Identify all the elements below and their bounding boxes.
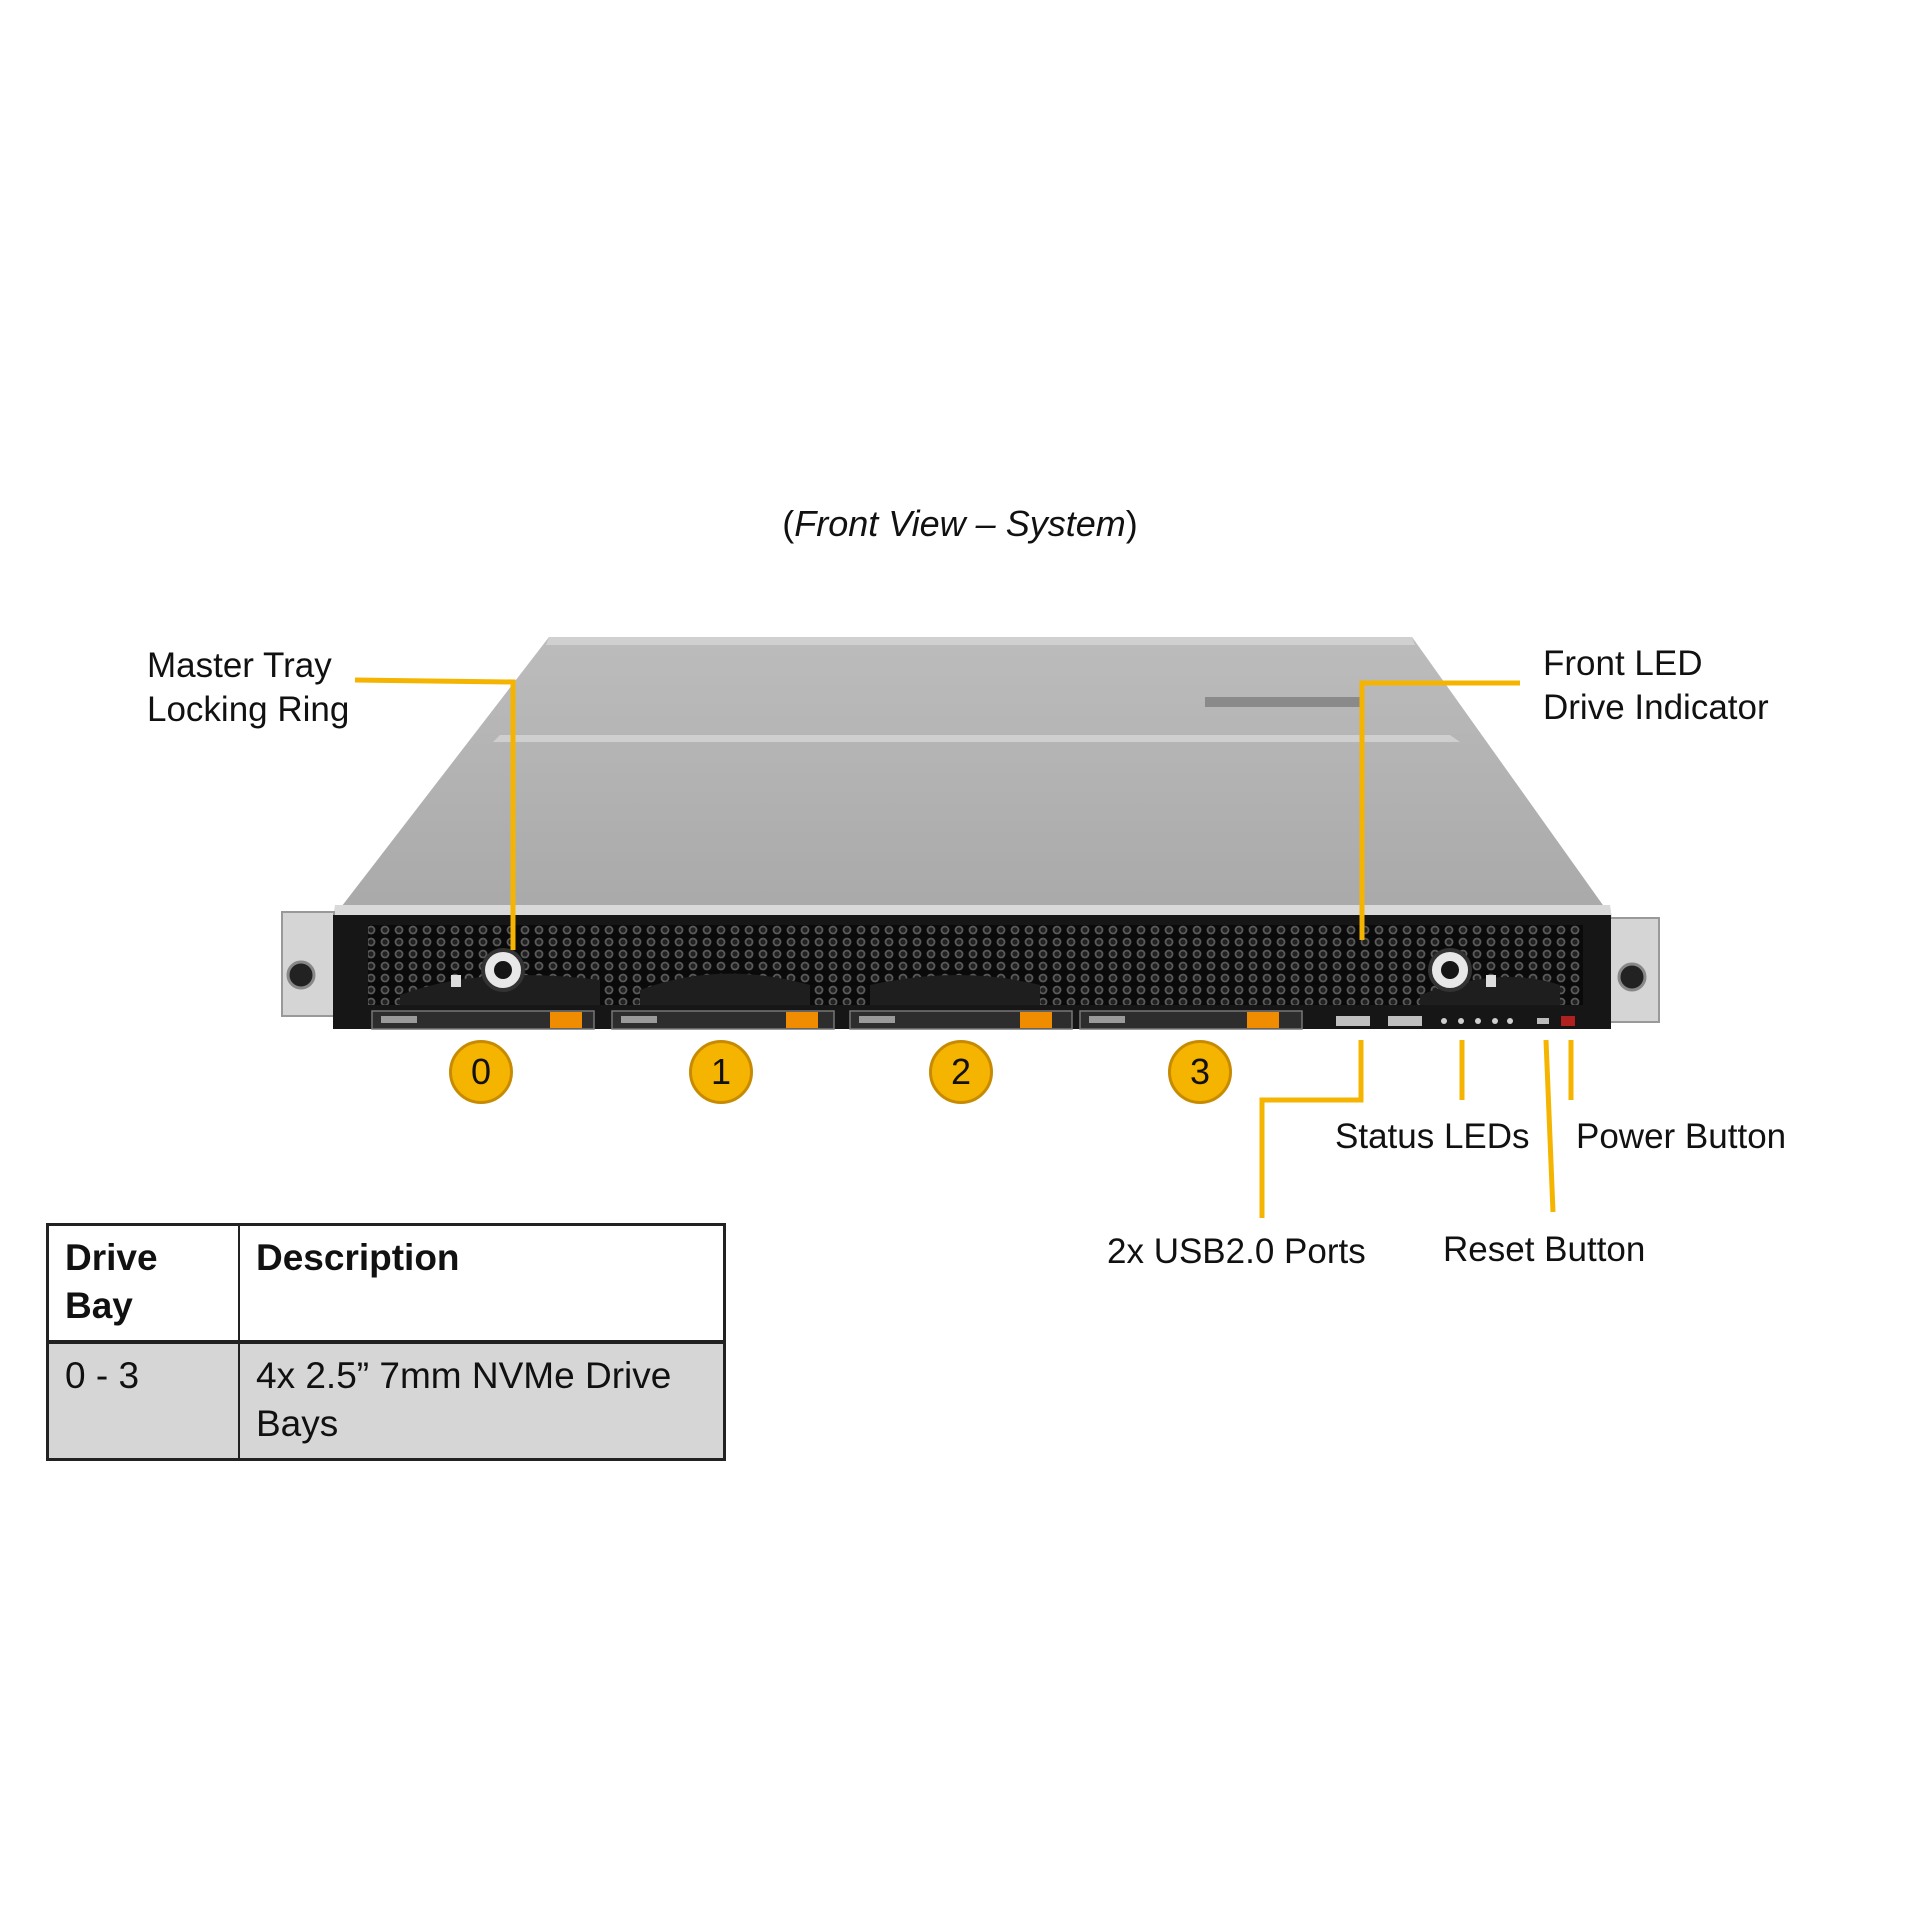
callout-line-front-led bbox=[1359, 680, 1520, 940]
bay-number-0: 0 bbox=[449, 1040, 513, 1104]
master-tray-label: Master Tray bbox=[147, 646, 332, 685]
status-led-4 bbox=[1492, 1018, 1498, 1024]
drive-indicator-label: Drive Indicator bbox=[1543, 688, 1769, 727]
right-thumbscrew bbox=[1617, 962, 1647, 992]
io-panel-mesh bbox=[1320, 935, 1410, 1005]
left-thumbscrew bbox=[286, 960, 316, 990]
status-leds-label: Status LEDs bbox=[1335, 1117, 1530, 1156]
callout-line-locking-ring bbox=[354, 677, 516, 950]
table-header-description: Description bbox=[239, 1224, 725, 1344]
power-button-label: Power Button bbox=[1576, 1117, 1787, 1156]
callout-line-usb bbox=[1259, 1040, 1364, 1218]
table-header-drive-bay: Drive Bay bbox=[47, 1224, 240, 1344]
right-locking-ring-icon bbox=[1428, 948, 1496, 992]
chassis-top-edge bbox=[333, 905, 1612, 918]
table-cell-drive-bay: 0 - 3 bbox=[47, 1342, 240, 1460]
bay-number-2: 2 bbox=[929, 1040, 993, 1104]
mid-bezel-curve-1 bbox=[640, 973, 810, 1005]
left-locking-ring-icon bbox=[451, 948, 525, 992]
usb-port-2 bbox=[1388, 1016, 1422, 1026]
drive-tray-3 bbox=[1079, 1010, 1303, 1030]
status-led-3 bbox=[1475, 1018, 1481, 1024]
drive-bay-table: Drive Bay Description 0 - 3 4x 2.5” 7mm … bbox=[46, 1223, 726, 1461]
figure-caption: (Front View – System) bbox=[782, 503, 1138, 544]
bay-number-3: 3 bbox=[1168, 1040, 1232, 1104]
drive-tray-0 bbox=[371, 1010, 595, 1030]
drive-tray-1 bbox=[611, 1010, 835, 1030]
vent-strip bbox=[1205, 697, 1360, 707]
status-led-2 bbox=[1458, 1018, 1464, 1024]
locking-ring-label: Locking Ring bbox=[147, 690, 350, 729]
status-led-1 bbox=[1441, 1018, 1447, 1024]
right-bezel-curve bbox=[1420, 977, 1560, 1005]
chassis-top-cover bbox=[335, 637, 1610, 915]
reset-button-shape bbox=[1537, 1018, 1549, 1024]
drive-tray-2 bbox=[849, 1010, 1073, 1030]
reset-button-label: Reset Button bbox=[1443, 1230, 1646, 1269]
table-row: 0 - 3 4x 2.5” 7mm NVMe Drive Bays bbox=[47, 1342, 725, 1460]
table-header-row: Drive Bay Description bbox=[47, 1224, 725, 1344]
top-cover-seam bbox=[493, 735, 1460, 742]
status-led-5 bbox=[1507, 1018, 1513, 1024]
callout-line-reset bbox=[1543, 1039, 1556, 1213]
usb-port-1 bbox=[1336, 1016, 1370, 1026]
mid-bezel-curve-2 bbox=[870, 975, 1040, 1005]
power-button-shape bbox=[1561, 1016, 1575, 1026]
table-cell-description: 4x 2.5” 7mm NVMe Drive Bays bbox=[239, 1342, 725, 1460]
usb-ports-label: 2x USB2.0 Ports bbox=[1107, 1232, 1366, 1271]
front-led-label: Front LED bbox=[1543, 644, 1703, 683]
bay-number-1: 1 bbox=[689, 1040, 753, 1104]
chassis-rear-panel bbox=[546, 637, 1415, 645]
